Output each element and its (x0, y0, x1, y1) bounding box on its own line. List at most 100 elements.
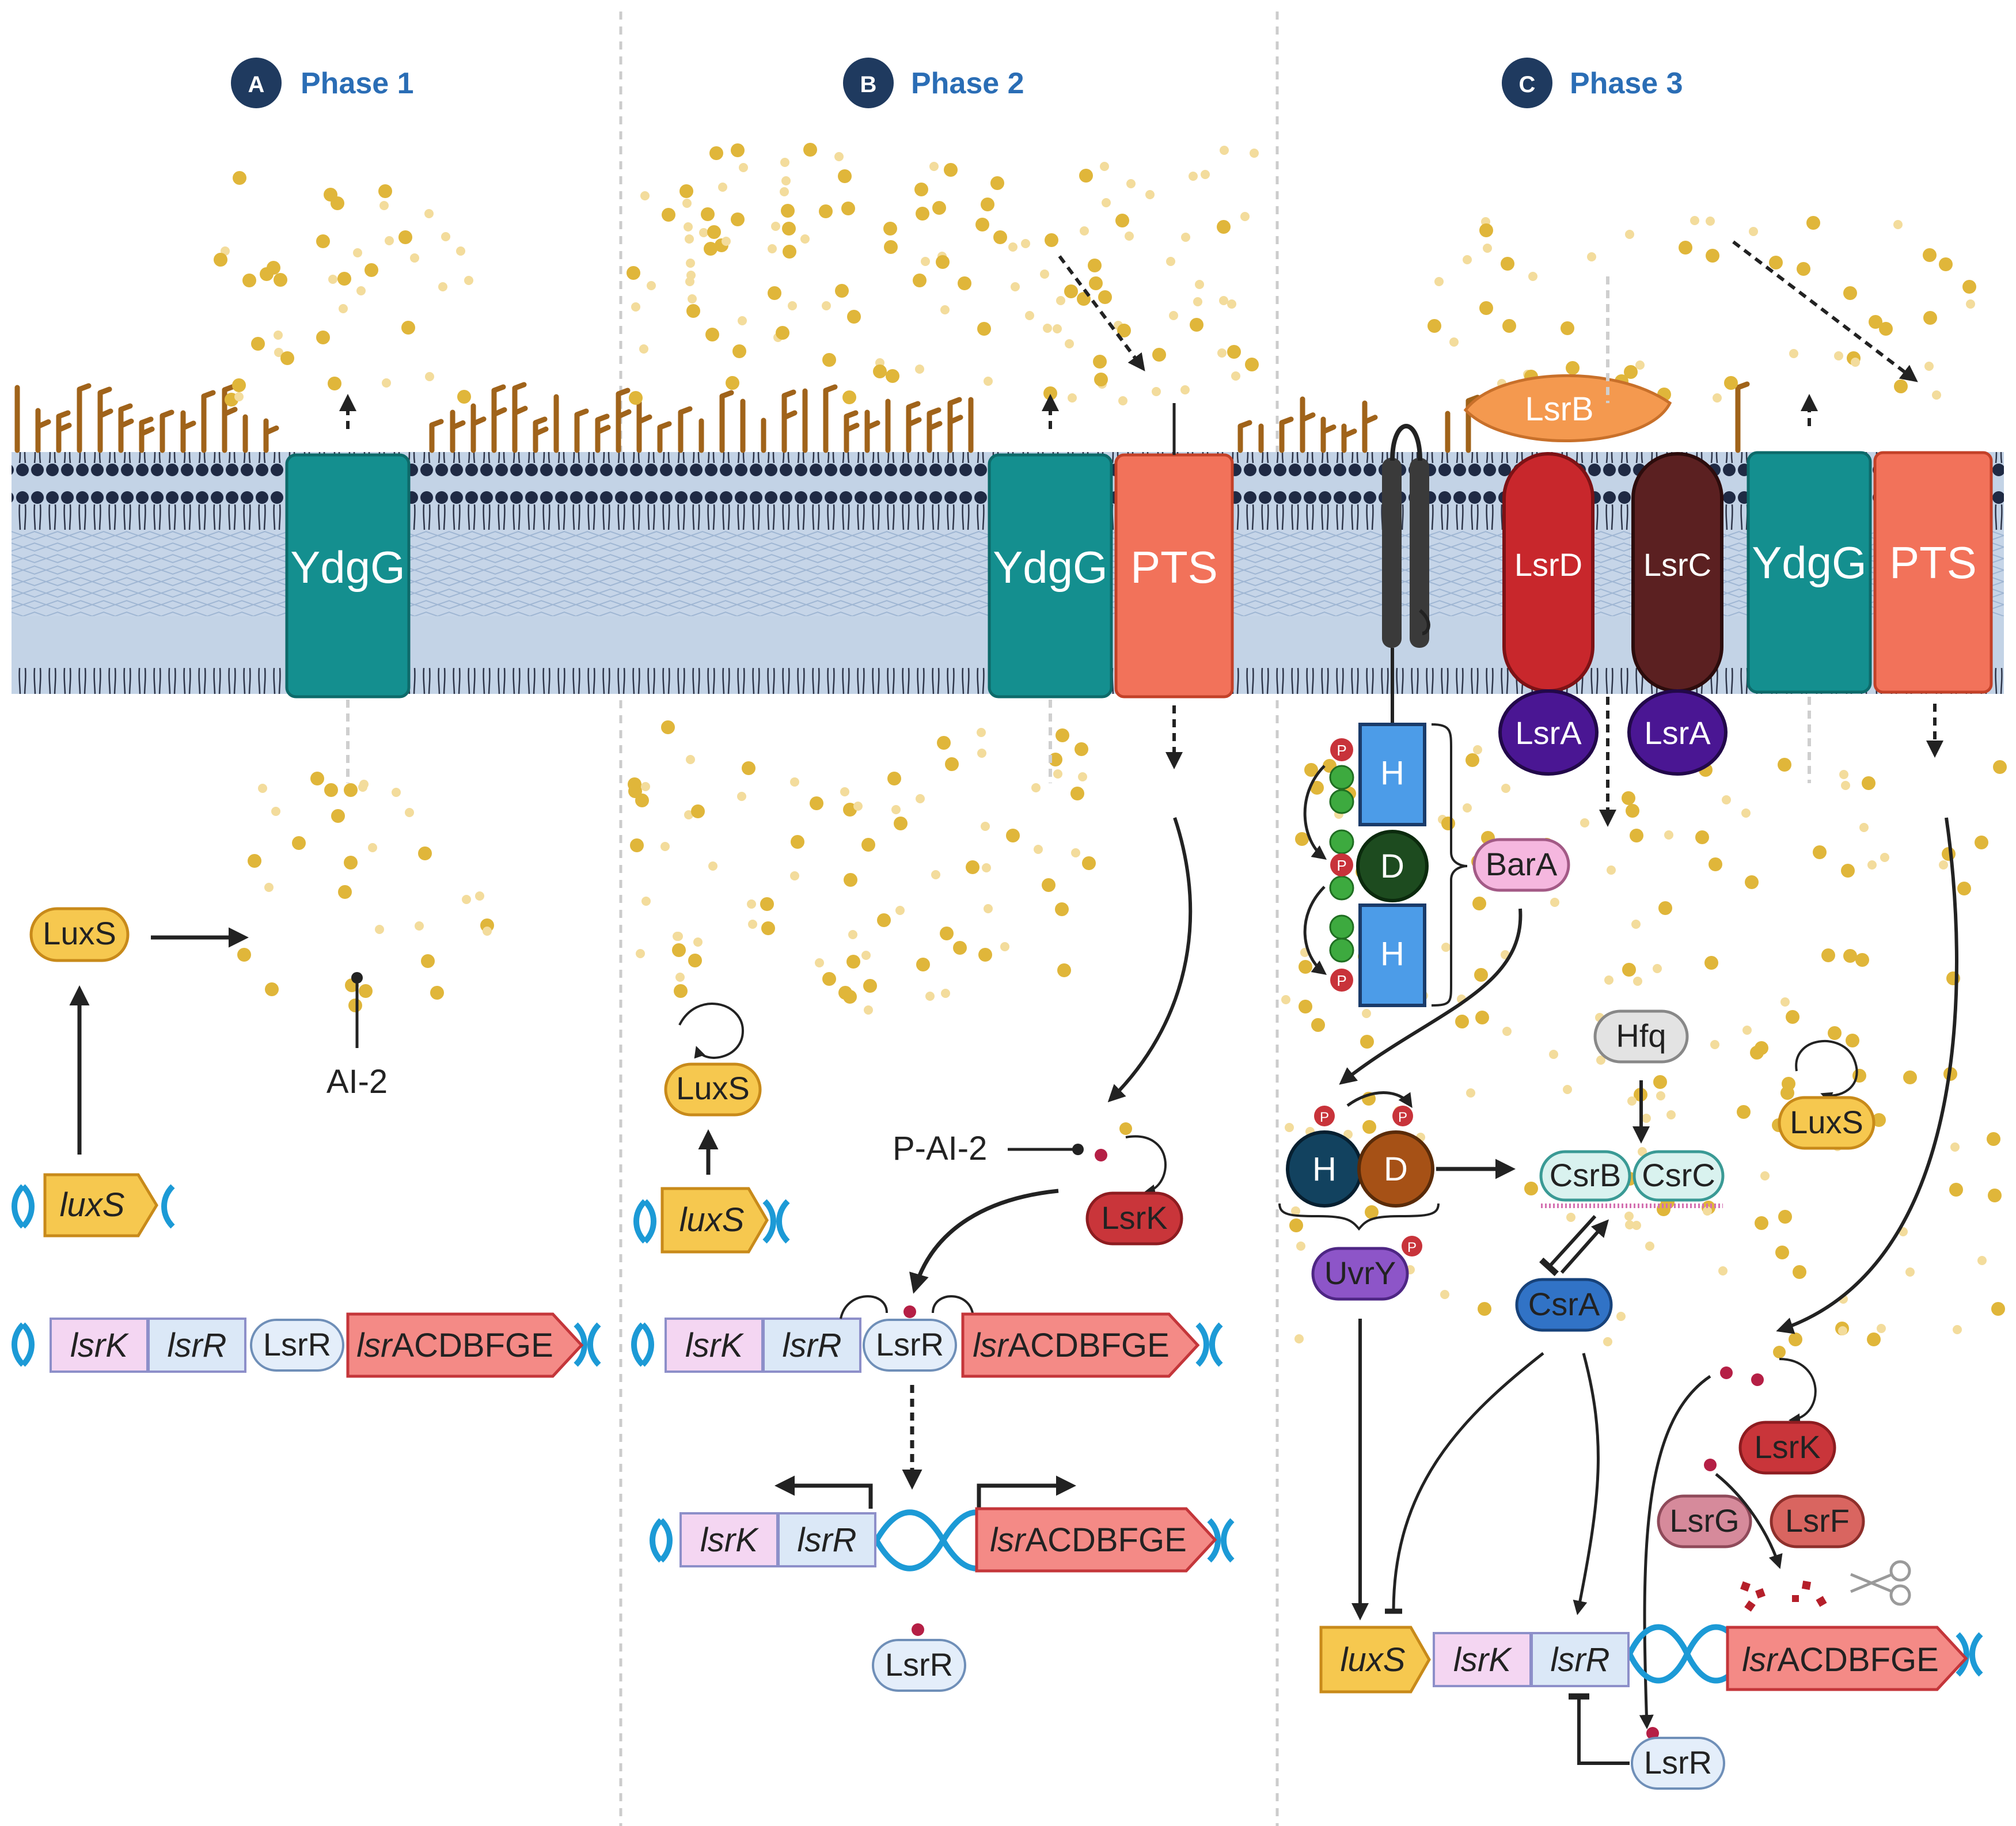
ai2-molecule (936, 255, 950, 269)
ai2-molecule (1846, 1034, 1859, 1047)
ai2-molecule (1622, 963, 1636, 977)
ai2-molecule (232, 378, 246, 392)
ai2-molecule (1645, 1242, 1654, 1251)
csra-to-csrb-arrow (1560, 1219, 1609, 1274)
ai2-molecule (1195, 280, 1204, 289)
ai2-molecule (1789, 349, 1798, 358)
ai2-molecule (1627, 1096, 1637, 1106)
ai2-molecule (1713, 393, 1722, 403)
ai2-molecule (457, 390, 471, 404)
ai2-molecule (1789, 1333, 1802, 1346)
lsrr-protein-free: LsrR (1631, 1737, 1725, 1790)
ai2-molecule (768, 244, 777, 253)
ai2-molecule (1879, 322, 1893, 336)
ydgg-label: YdgG (993, 542, 1107, 593)
lsrk-gene-label: lsrK (1453, 1641, 1512, 1679)
ai2-molecule (1953, 1325, 1962, 1334)
ai2-molecule (732, 344, 746, 358)
scissors-icon (1850, 1560, 1911, 1606)
ai2-molecule (1596, 1056, 1605, 1065)
ai2-molecule (1180, 385, 1190, 394)
lsrkr-promoter-arrow (774, 1475, 873, 1509)
ai2-molecule (768, 286, 781, 300)
ai2-molecule (1778, 758, 1791, 772)
ai2-molecule (984, 377, 993, 386)
ai2-molecule (1893, 220, 1903, 229)
ai2-molecule (1862, 776, 1875, 790)
ai2-molecule (877, 913, 891, 927)
ai2-molecule (1021, 239, 1030, 248)
ai2-molecule (894, 817, 908, 830)
ai2-molecule (1903, 1070, 1917, 1084)
uvry-h-label: H (1312, 1151, 1337, 1188)
ai2-molecule (1741, 808, 1751, 818)
lps-chain (1237, 420, 1252, 453)
lsr-operon-phase3: luxS lsrK lsrR lsrACDBFGE (1319, 1624, 1983, 1694)
ai2-molecule (1479, 223, 1493, 237)
ai2-molecule (1000, 942, 1009, 951)
ai2-molecule (1125, 231, 1134, 241)
phosphotransfer-arrow (1346, 1091, 1413, 1108)
ai2-molecule (1082, 856, 1096, 870)
ai2-molecule (1635, 360, 1645, 370)
ai2-molecule (1939, 257, 1953, 271)
ai2-molecule (686, 259, 695, 268)
ai2-molecule (1006, 829, 1020, 842)
ai2-molecule (1291, 1206, 1300, 1216)
hfq-label: Hfq (1616, 1018, 1666, 1054)
luxs-protein: LuxS (29, 907, 130, 962)
ai2-molecule (1780, 1086, 1794, 1100)
ai2-to-lsrk-arrow (1107, 817, 1193, 1103)
ai2-molecule (1042, 878, 1056, 892)
ai2-molecule (1604, 975, 1613, 985)
ai2-molecule (1064, 284, 1078, 298)
phase2: YdgG PTS LuxS luxS P-AI-2 (631, 255, 1235, 1692)
ai2-molecule (1098, 290, 1112, 304)
lsrg-label: LsrG (1669, 1502, 1739, 1539)
ai2-molecule (353, 248, 362, 257)
ai2-molecule (378, 184, 392, 198)
lps-chain (1341, 423, 1357, 453)
ai2-molecule (1793, 1265, 1806, 1279)
ai2-molecule (1152, 348, 1166, 362)
phospho-label: P (1320, 1110, 1329, 1125)
ai2-molecule (324, 783, 338, 797)
ai2-molecule (292, 836, 306, 850)
ai2-molecule (982, 863, 991, 872)
ai2-molecule (1631, 920, 1641, 929)
csrc-label: CsrC (1642, 1157, 1715, 1193)
ai2-molecule (1193, 297, 1202, 306)
ai2-molecule (708, 861, 717, 871)
ai2-molecule (819, 204, 833, 218)
ai2-molecule (747, 899, 756, 909)
ai2-molecule (780, 187, 789, 196)
ai2-molecule (441, 232, 450, 241)
lps-chain (927, 407, 943, 453)
ai2-molecule (1653, 1075, 1667, 1089)
ai2-molecule (1524, 1182, 1538, 1195)
lsrk-cycle-arrow (1779, 1358, 1817, 1425)
bara-to-uvry-arrow (1339, 908, 1523, 1085)
ai2-molecule (1483, 244, 1492, 253)
ai2-molecule (1737, 1105, 1751, 1119)
ai2-molecule (1561, 321, 1574, 335)
pai2-to-lsrr-arrow (909, 1189, 1059, 1294)
lsrb-protein: LsrB (1463, 374, 1672, 443)
ai2-molecule (662, 208, 675, 222)
lsrk-gene-label: lsrK (685, 1327, 744, 1364)
ai2-molecule (1991, 1302, 2005, 1316)
luxs-gene-label: luxS (679, 1201, 745, 1239)
ai2-molecule (1923, 248, 1937, 262)
ai2-molecule (274, 273, 287, 287)
ai2-molecule (674, 984, 688, 998)
ai2-molecule (722, 237, 731, 246)
ai2-molecule (1311, 1018, 1325, 1032)
ai2-molecule (1566, 1213, 1575, 1222)
ai2-molecule (822, 353, 836, 367)
ai2-molecule (1299, 1000, 1312, 1013)
ai2-molecule (822, 301, 831, 310)
lps-chain (139, 416, 155, 453)
bara-label-pill: BarA (1472, 838, 1570, 892)
ai2-molecule (684, 810, 693, 819)
ai2-molecule (776, 326, 789, 340)
